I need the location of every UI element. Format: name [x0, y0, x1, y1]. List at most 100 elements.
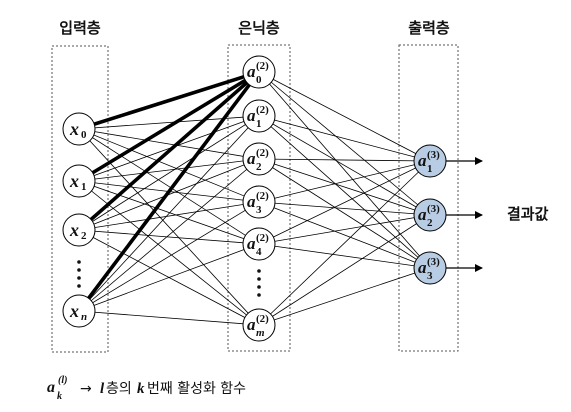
weight-line-hidden-output [258, 115, 431, 162]
node-superscript: (3) [427, 149, 440, 161]
node-subscript: 4 [256, 246, 262, 258]
hidden-node-circle [242, 227, 276, 261]
weight-line-hidden-output [258, 201, 431, 216]
weight-line-hidden-output [258, 214, 431, 326]
weight-line-hidden-output [258, 160, 431, 326]
node-subscript: 2 [81, 230, 87, 242]
hidden-node-circle [242, 55, 276, 89]
hidden-node-circle [242, 185, 276, 219]
weight-line-input-hidden [78, 128, 260, 160]
node-subscript: 1 [427, 163, 433, 175]
weight-line-hidden-output [258, 267, 431, 326]
weight-line-input-hidden [78, 201, 260, 312]
weight-line-to-a0 [77, 70, 261, 232]
output-node-circle [413, 198, 447, 232]
node-superscript: (2) [256, 60, 269, 72]
output-node-circle [413, 251, 447, 285]
weight-line-hidden-output [258, 71, 431, 216]
weight-line-to-a0 [77, 70, 261, 313]
weight-line-hidden-output [258, 160, 431, 245]
legend-sub: k [57, 391, 62, 402]
output-arrows [446, 157, 483, 272]
node-superscript: (2) [256, 232, 269, 244]
weight-line-input-hidden [78, 128, 260, 245]
weight-line-hidden-output [258, 201, 431, 269]
weight-line-input-hidden [78, 115, 260, 312]
hidden-ellipsis [257, 269, 261, 297]
weight-line-hidden-output [258, 243, 431, 269]
output-node-circle [413, 144, 447, 178]
node-subscript: 0 [81, 129, 87, 141]
node-variable: a [418, 151, 427, 170]
legend-text2: 번째 활성화 함수 [147, 381, 246, 397]
node-variable: a [247, 192, 256, 211]
node-subscript: 3 [427, 270, 433, 282]
weight-line-hidden-output [258, 160, 431, 203]
node-variable: a [247, 106, 256, 125]
hidden-node-circle [242, 99, 276, 133]
weight-line-hidden-output [258, 158, 431, 269]
weight-line-hidden-output [258, 158, 431, 216]
node-subscript: 1 [81, 181, 87, 193]
weight-line-hidden-output [258, 71, 431, 269]
input-node-circle [62, 164, 96, 198]
legend-arrow: → [80, 381, 92, 397]
node-variable: x [69, 301, 79, 321]
weight-line-hidden-output [258, 214, 431, 245]
weight-line-input-hidden [78, 115, 260, 231]
weight-line-to-a0 [78, 70, 260, 183]
node-subscript: 2 [427, 217, 433, 229]
hidden-node-circle [242, 142, 276, 176]
weight-line-input-hidden [78, 180, 260, 245]
node-superscript: (3) [427, 203, 440, 215]
node-variable: a [418, 205, 427, 224]
weight-line-input-hidden [78, 180, 260, 326]
node-variable: x [69, 119, 79, 139]
weight-line-input-hidden [78, 158, 260, 182]
legend-k: k [137, 381, 145, 397]
input-node-circle [62, 112, 96, 146]
node-subscript: 3 [256, 204, 262, 216]
weight-line-hidden-output [258, 158, 431, 162]
weight-line-input-hidden [78, 201, 260, 231]
weight-line-input-hidden [78, 115, 260, 130]
legend-var: a [47, 379, 55, 396]
node-variable: a [247, 234, 256, 253]
node-variable: a [247, 62, 256, 81]
hidden-layer-title: 은닉층 [238, 19, 280, 37]
input-node-circle [62, 213, 96, 247]
input-layer-box [51, 45, 109, 353]
output-layer-box [398, 44, 459, 352]
weight-line-hidden-output [258, 71, 431, 162]
legend: a k (l) → l 층의 k 번째 활성화 함수 [47, 375, 246, 402]
node-superscript: (2) [256, 190, 269, 202]
node-superscript: (3) [427, 256, 440, 268]
node-subscript: m [256, 327, 265, 339]
weight-line-input-hidden [78, 115, 260, 182]
node-variable: x [69, 220, 79, 240]
node-subscript: n [81, 311, 87, 323]
node-variable: a [247, 149, 256, 168]
connections [77, 70, 431, 326]
legend-sup: (l) [58, 375, 67, 386]
result-label: 결과값 [507, 205, 549, 223]
legend-text1: 층의 [106, 381, 132, 397]
node-variable: a [418, 258, 427, 277]
node-superscript: (2) [256, 104, 269, 116]
input-ellipsis [77, 260, 81, 288]
node-variable: a [247, 315, 256, 334]
node-superscript: (2) [256, 147, 269, 159]
